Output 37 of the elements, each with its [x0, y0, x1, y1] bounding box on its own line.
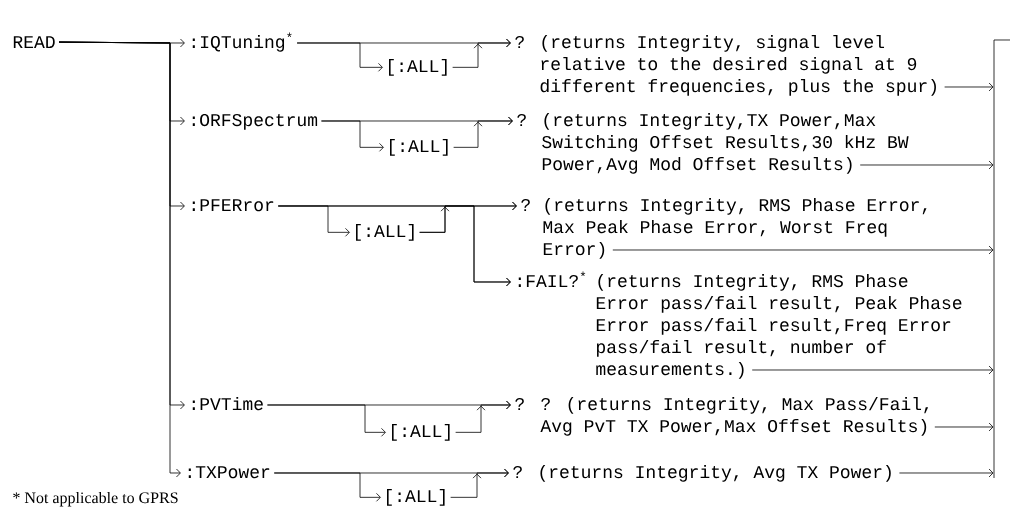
connector-arrow [267, 400, 511, 410]
optional-keyword: [:ALL] [390, 138, 448, 156]
command-keyword: :IQTuning$^{*}$ [192, 32, 292, 52]
return-description: (returns Integrity, RMS Phase Error pass/fail result, Peak Phase Error pass/fail result,Freq Error pass/fail result, number of measurements.) [596, 273, 962, 379]
optional-keyword: [:ALL] [389, 58, 447, 76]
command-keyword: :ORFSpectrum [192, 113, 318, 130]
connector-arrow [321, 116, 513, 126]
connector-arrow [944, 82, 994, 92]
query-keyword: ? [515, 397, 524, 410]
query-keyword: ? [513, 465, 522, 478]
command-keyword: :PVTime [192, 396, 263, 411]
connector-arrow [899, 468, 994, 478]
optional-keyword: [:ALL] [392, 423, 450, 441]
terminal-bar [993, 39, 1011, 479]
connector-arrow [296, 38, 511, 48]
query-keyword: ? [515, 35, 524, 48]
query-keyword: ? [521, 198, 530, 211]
return-description: (returns Integrity, RMS Phase Error, Max Peak Phase Error, Worst Freq Error) [543, 197, 927, 259]
connector-arrow [419, 205, 511, 287]
query-keyword: :FAIL?$^{*}$ [518, 271, 586, 287]
command-keyword: READ [13, 36, 55, 48]
return-description: ? (returns Integrity, Max Pass/Fail, Avg PvT TX Power,Max Offset Results) [540, 396, 929, 436]
connector-arrow [273, 468, 509, 478]
command-keyword: :TXPower [188, 466, 270, 479]
connector-arrow [612, 245, 994, 255]
return-description: (returns Integrity, signal level relative to the desired signal at 9 different frequencies, plus the spur) [540, 34, 936, 96]
optional-keyword: [:ALL] [387, 488, 445, 506]
optional-keyword: [:ALL] [356, 223, 414, 241]
return-description: (returns Integrity, Avg TX Power) [540, 464, 891, 482]
connector-arrow [934, 422, 994, 432]
return-description: (returns Integrity,TX Power,Max Switching Offset Results,30 kHz BW Power,Avg Mod Offset Results) [542, 112, 909, 174]
query-keyword: ? [517, 113, 526, 126]
connector-arrow [58, 41, 181, 478]
footnote: * Not applicable to GPRS [13, 491, 178, 507]
connector-arrow [751, 365, 994, 375]
connector-arrow [859, 160, 994, 170]
command-keyword: :PFERror [192, 199, 274, 212]
